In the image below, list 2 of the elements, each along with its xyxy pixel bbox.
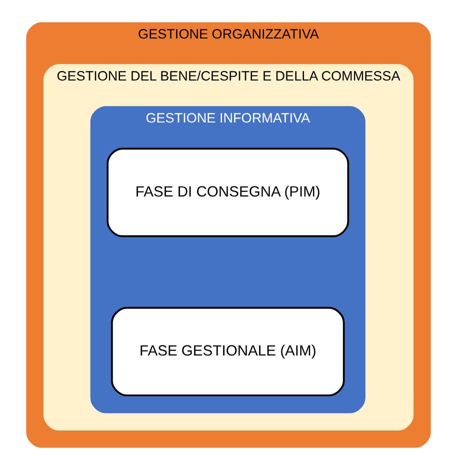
node-box: FASE DI CONSEGNA (PIM): [106, 148, 350, 238]
node-box: FASE GESTIONALE (AIM): [111, 306, 345, 396]
